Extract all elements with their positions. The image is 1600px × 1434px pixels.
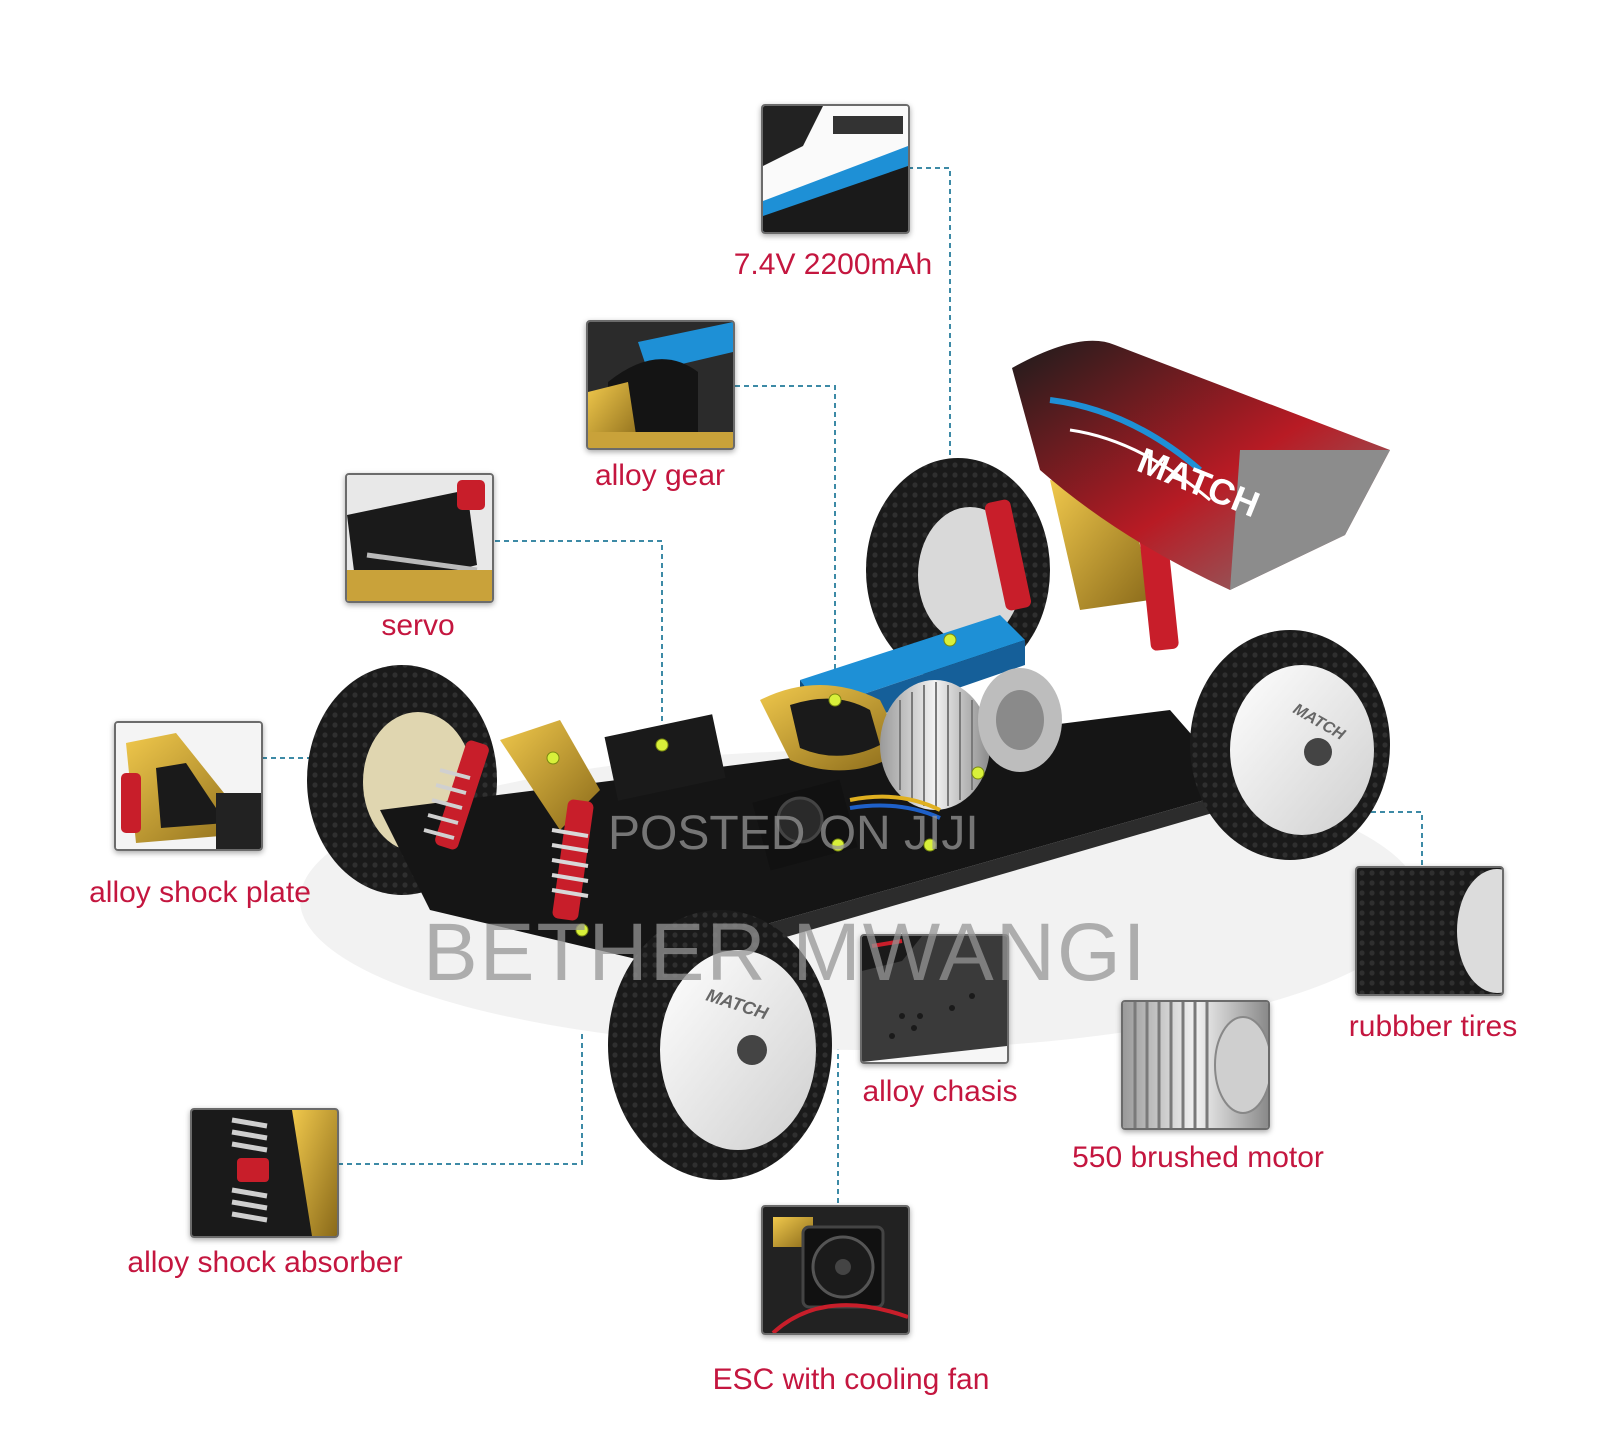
thumb-servo (345, 473, 494, 603)
rear-right-wheel: MATCH (1190, 630, 1390, 860)
callout-dot-gear (828, 693, 842, 707)
watermark-posted: POSTED ON JIJI (608, 807, 979, 860)
shock-absorber-detail-icon (192, 1110, 337, 1236)
callout-dot-motor (971, 766, 985, 780)
thumb-motor (1121, 1000, 1270, 1130)
thumb-alloy-chasis (860, 934, 1009, 1064)
label-esc: ESC with cooling fan (712, 1363, 990, 1396)
chassis-detail-icon (862, 936, 1007, 1062)
thumb-shock-plate (114, 721, 263, 851)
callout-dot-shock-plate (546, 751, 560, 765)
label-servo: servo (381, 609, 455, 642)
label-alloy-chasis: alloy chasis (862, 1075, 1018, 1108)
shock-plate-detail-icon (116, 723, 261, 849)
callout-dot-battery (943, 633, 957, 647)
callout-dot-chasis (923, 838, 937, 852)
label-motor: 550 brushed motor (1072, 1141, 1324, 1174)
callout-dot-esc (831, 838, 845, 852)
front-shock-left (423, 740, 489, 850)
label-tires: rubbber tires (1348, 1010, 1518, 1043)
thumb-esc (761, 1205, 910, 1335)
front-right-wheel: MATCH (608, 910, 832, 1180)
rear-shock-left (984, 499, 1032, 611)
leader-line-battery (890, 167, 951, 640)
motor-detail-icon (1123, 1002, 1268, 1128)
leader-line-alloy-gear (735, 385, 836, 700)
rear-wing: MATCH (1012, 340, 1390, 590)
esc-fan-detail-icon (763, 1207, 908, 1333)
watermark-seller: BETHER MWANGI (423, 907, 1148, 998)
thumb-shock-absorber (190, 1108, 339, 1238)
front-shock-right (551, 799, 594, 921)
thumb-alloy-gear (586, 320, 735, 450)
servo-detail-icon (347, 475, 492, 601)
thumb-tires (1355, 866, 1504, 996)
callout-dot-shock-absorber (575, 923, 589, 937)
rear-shock-right (1139, 529, 1179, 651)
battery-detail-icon (763, 106, 908, 232)
label-alloy-shock-absorber: alloy shock absorber (127, 1246, 403, 1279)
label-alloy-gear: alloy gear (594, 459, 726, 492)
callout-dots (546, 633, 985, 937)
label-battery: 7.4V 2200mAh (733, 248, 933, 281)
leader-line-servo (495, 540, 663, 745)
thumb-battery (761, 104, 910, 234)
motor (880, 668, 1062, 810)
gear-detail-icon (588, 322, 733, 448)
servo-block (604, 714, 726, 801)
esc-unit (752, 779, 941, 871)
label-alloy-shock-plate: alloy shock plate (89, 876, 311, 909)
tire-detail-icon (1357, 868, 1502, 994)
callout-dot-servo (655, 738, 669, 752)
